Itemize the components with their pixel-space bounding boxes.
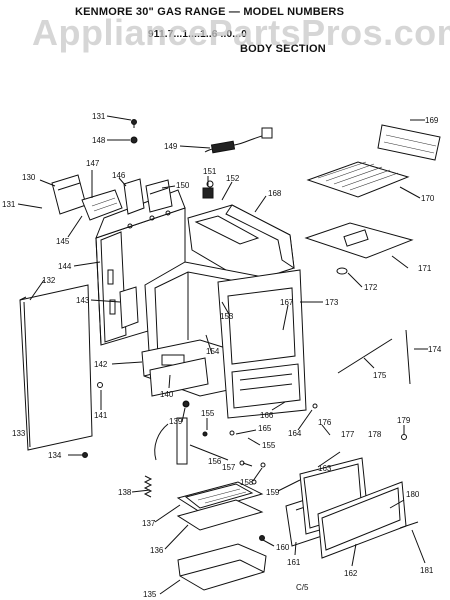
callout-130: 130 bbox=[22, 173, 36, 182]
callout-149: 149 bbox=[164, 142, 178, 151]
leader-lines bbox=[17, 115, 428, 595]
callout-177: 177 bbox=[341, 430, 355, 439]
callout-173: 173 bbox=[325, 298, 339, 307]
callout-172: 172 bbox=[364, 283, 378, 292]
callout-145: 145 bbox=[56, 237, 70, 246]
callout-134: 134 bbox=[48, 451, 62, 460]
callout-146: 146 bbox=[112, 171, 126, 180]
callout-132: 132 bbox=[42, 276, 56, 285]
callout-151: 151 bbox=[203, 167, 217, 176]
callout-147: 147 bbox=[86, 159, 100, 168]
callout-150: 150 bbox=[176, 181, 190, 190]
callout-135: 135 bbox=[143, 590, 157, 599]
callout-148: 148 bbox=[92, 136, 106, 145]
callout-153: 153 bbox=[220, 312, 234, 321]
callout-137: 137 bbox=[142, 519, 156, 528]
callout-176: 176 bbox=[318, 418, 332, 427]
screw-160-part bbox=[259, 535, 265, 541]
section-title: BODY SECTION bbox=[240, 43, 326, 55]
spring-138-part bbox=[143, 475, 153, 498]
callout-164: 164 bbox=[288, 429, 302, 438]
page-code: C/5 bbox=[296, 583, 309, 592]
callout-168: 168 bbox=[268, 189, 282, 198]
callout-labels: 131 148 149 169 130 147 146 150 151 152 … bbox=[2, 112, 442, 599]
panel-140-part bbox=[149, 357, 209, 397]
clip-148-part bbox=[130, 136, 138, 144]
oven-bottom-171-part bbox=[304, 222, 414, 259]
side-panel-133-part bbox=[19, 284, 93, 451]
callout-154: 154 bbox=[206, 347, 220, 356]
model-numbers: 911.7...1....1..6 ..0...0 bbox=[148, 29, 247, 40]
callout-160: 160 bbox=[276, 543, 290, 552]
callout-178: 178 bbox=[368, 430, 382, 439]
callout-175: 175 bbox=[373, 371, 387, 380]
bracket-143-part bbox=[119, 286, 139, 329]
callout-136: 136 bbox=[150, 546, 164, 555]
callout-133: 133 bbox=[12, 429, 26, 438]
callout-142: 142 bbox=[94, 360, 108, 369]
knob-172-part bbox=[336, 267, 348, 275]
callout-155-b: 155 bbox=[262, 441, 276, 450]
callout-143: 143 bbox=[76, 296, 90, 305]
broiler-insert-136-part bbox=[176, 499, 264, 531]
callout-155: 155 bbox=[201, 409, 215, 418]
callout-162: 162 bbox=[344, 569, 358, 578]
screw-179-part bbox=[401, 434, 407, 440]
maintop-168-part bbox=[187, 204, 295, 284]
callout-169: 169 bbox=[425, 116, 439, 125]
callout-181: 181 bbox=[420, 566, 434, 575]
callout-158: 158 bbox=[240, 478, 254, 487]
callout-174: 174 bbox=[428, 345, 442, 354]
handle-181-part bbox=[399, 521, 419, 529]
bracket-146-part bbox=[123, 178, 145, 215]
screw-141-part bbox=[97, 382, 103, 388]
hinge-156-part bbox=[154, 400, 190, 465]
callout-138: 138 bbox=[118, 488, 132, 497]
callout-166: 166 bbox=[260, 411, 274, 420]
bracket-150-part bbox=[145, 179, 173, 213]
oven-rack-170-part bbox=[306, 161, 410, 198]
callout-171: 171 bbox=[418, 264, 432, 273]
callout-179: 179 bbox=[397, 416, 411, 425]
bracket-130-part bbox=[51, 174, 87, 215]
callout-170: 170 bbox=[421, 194, 435, 203]
diagram-header: KENMORE 30" GAS RANGE — MODEL NUMBERS 91… bbox=[0, 0, 450, 62]
callout-167: 167 bbox=[280, 298, 294, 307]
callout-159: 159 bbox=[266, 488, 280, 497]
front-frame-173-part bbox=[217, 269, 307, 419]
splash-169-part bbox=[377, 124, 441, 161]
callout-144: 144 bbox=[58, 262, 72, 271]
callout-163: 163 bbox=[318, 464, 332, 473]
callout-131-left: 131 bbox=[2, 200, 16, 209]
screw-134-part bbox=[82, 452, 88, 458]
watermark-text: AppliancePartsPros.com bbox=[32, 12, 450, 53]
igniter-149-part bbox=[204, 127, 273, 154]
callout-180: 180 bbox=[406, 490, 420, 499]
callout-140: 140 bbox=[160, 390, 174, 399]
callout-156: 156 bbox=[208, 457, 222, 466]
callout-152: 152 bbox=[226, 174, 240, 183]
callout-161: 161 bbox=[287, 558, 301, 567]
callout-165: 165 bbox=[258, 424, 272, 433]
callout-139: 139 bbox=[169, 417, 183, 426]
diagram-title: KENMORE 30" GAS RANGE — MODEL NUMBERS bbox=[75, 6, 345, 18]
callout-131: 131 bbox=[92, 112, 106, 121]
drawer-135-part bbox=[177, 543, 267, 591]
rod-174-part bbox=[405, 329, 411, 385]
screw-139-part bbox=[183, 401, 189, 407]
callout-157: 157 bbox=[222, 463, 236, 472]
screw-131-part bbox=[131, 119, 137, 128]
rod-175-part bbox=[337, 338, 393, 374]
screws-163-165-parts bbox=[202, 403, 318, 485]
callout-141: 141 bbox=[94, 411, 108, 420]
broiler-pan-137-part bbox=[176, 481, 264, 513]
